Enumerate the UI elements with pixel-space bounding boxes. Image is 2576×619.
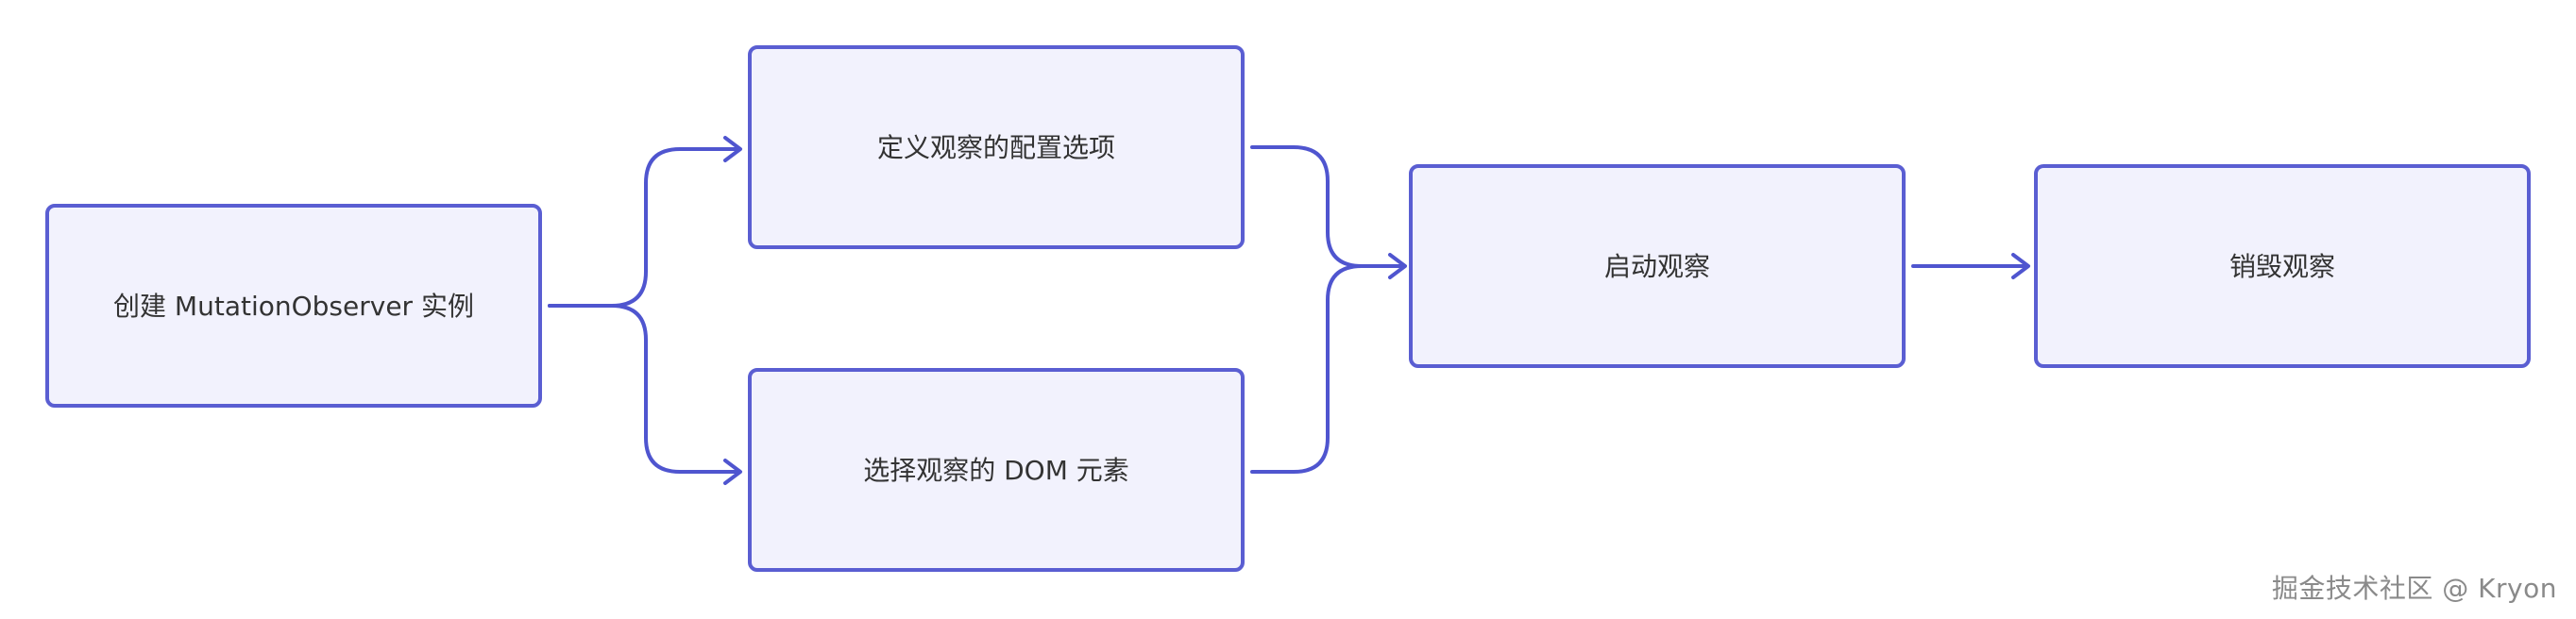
edge-select-to-start bbox=[1250, 264, 1405, 474]
arrow-head-destroy bbox=[2011, 253, 2030, 279]
node-create[interactable]: 创建 MutationObserver 实例 bbox=[45, 204, 542, 408]
edge-create-to-select bbox=[548, 304, 740, 474]
edge-create-to-config bbox=[548, 147, 740, 308]
node-start-label: 启动观察 bbox=[1604, 251, 1710, 282]
arrow-head-select bbox=[723, 459, 742, 485]
node-select-label: 选择观察的 DOM 元素 bbox=[863, 455, 1129, 486]
node-select[interactable]: 选择观察的 DOM 元素 bbox=[748, 368, 1245, 572]
node-config-label: 定义观察的配置选项 bbox=[877, 132, 1115, 163]
node-destroy-label: 销毁观察 bbox=[2229, 251, 2335, 282]
arrow-head-config bbox=[723, 136, 742, 162]
edges bbox=[548, 136, 2030, 485]
node-create-label: 创建 MutationObserver 实例 bbox=[113, 291, 474, 322]
node-destroy[interactable]: 销毁观察 bbox=[2034, 164, 2531, 368]
node-start[interactable]: 启动观察 bbox=[1409, 164, 1906, 368]
edge-config-to-start bbox=[1250, 145, 1405, 268]
watermark: 掘金技术社区 @ Kryon bbox=[2271, 573, 2557, 604]
arrow-head-start bbox=[1388, 253, 1407, 279]
node-config[interactable]: 定义观察的配置选项 bbox=[748, 45, 1245, 249]
